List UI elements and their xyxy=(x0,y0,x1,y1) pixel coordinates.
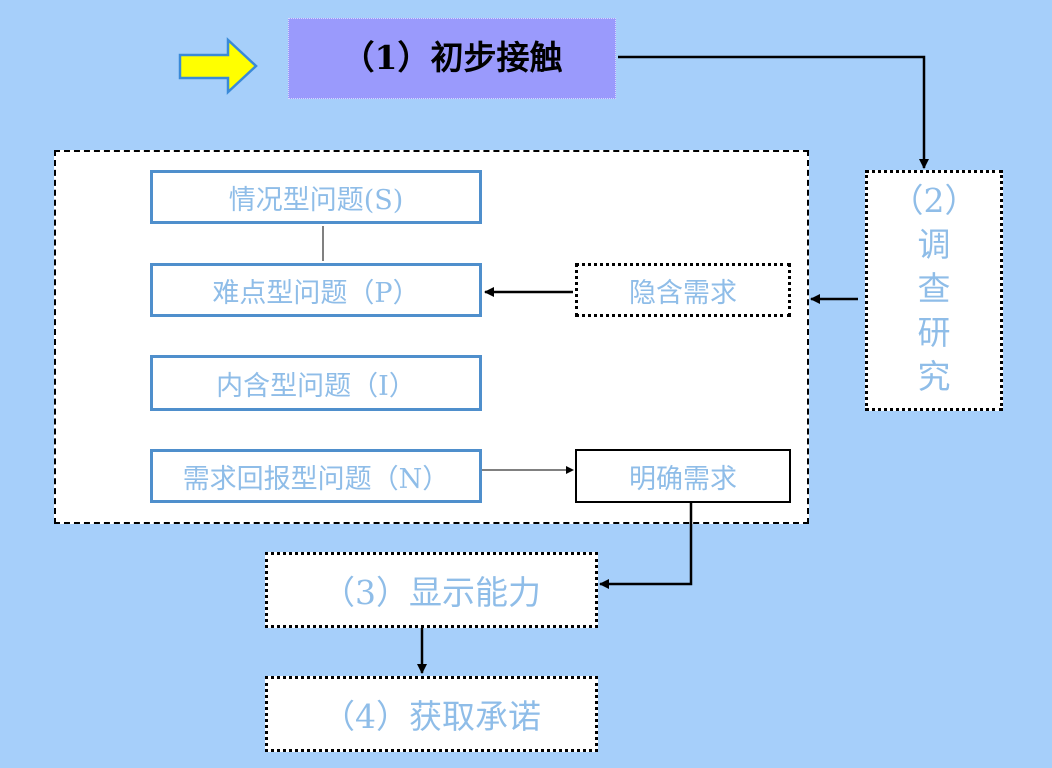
step1-initial-contact: （1）初步接触 xyxy=(288,18,616,99)
step3-label: （3）显示能力 xyxy=(322,573,541,612)
question-implication-label: 内含型问题（I） xyxy=(216,370,416,402)
question-implication: 内含型问题（I） xyxy=(150,355,482,411)
step2-char-2: 查 xyxy=(917,269,951,308)
step2-number: （2） xyxy=(890,181,978,220)
explicit-needs-label: 明确需求 xyxy=(629,463,737,495)
step2-char-1: 调 xyxy=(917,225,951,264)
step1-label: （1）初步接触 xyxy=(341,38,563,77)
question-situation-label: 情况型问题(S) xyxy=(228,184,404,216)
implicit-needs-label: 隐含需求 xyxy=(629,277,737,309)
question-problem-label: 难点型问题（P） xyxy=(212,277,420,309)
question-problem: 难点型问题（P） xyxy=(150,263,482,317)
step2-char-3: 研 xyxy=(917,313,951,352)
implicit-needs-box: 隐含需求 xyxy=(575,263,791,317)
step4-obtain-commitment: （4）获取承诺 xyxy=(265,676,598,752)
explicit-needs-box: 明确需求 xyxy=(575,449,791,503)
question-need-payoff: 需求回报型问题（N） xyxy=(150,449,482,503)
step2-char-4: 究 xyxy=(917,357,951,396)
question-situation: 情况型问题(S) xyxy=(150,170,482,224)
step2-investigation: （2） 调 查 研 究 xyxy=(865,170,1003,411)
step3-demonstrate-capability: （3）显示能力 xyxy=(265,552,598,628)
step4-label: （4）获取承诺 xyxy=(322,697,541,736)
question-need-payoff-label: 需求回报型问题（N） xyxy=(182,463,450,495)
